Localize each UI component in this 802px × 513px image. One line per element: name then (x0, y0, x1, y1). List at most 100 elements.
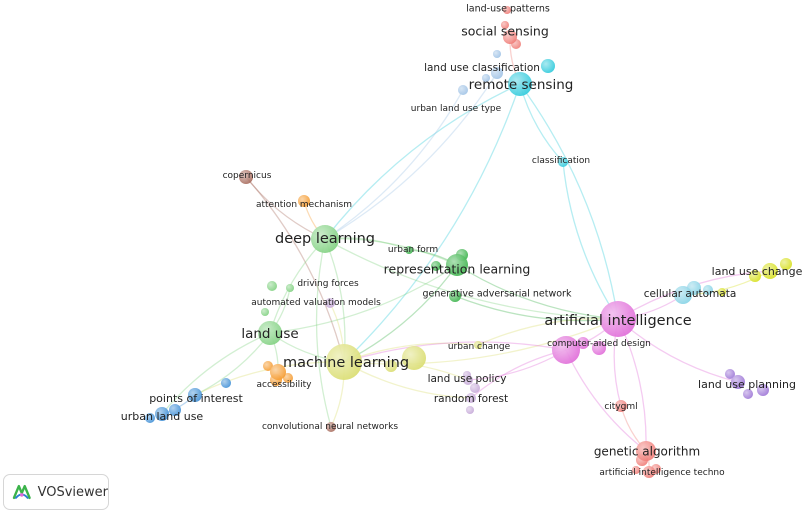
satellite-node-2[interactable] (501, 21, 509, 29)
node-copernicus[interactable] (239, 170, 253, 184)
satellite-node-27[interactable] (725, 369, 735, 379)
satellite-node-12[interactable] (283, 373, 293, 383)
label-urban-land-use[interactable]: urban land use (121, 410, 204, 423)
vosviewer-badge[interactable]: VOSviewer (3, 474, 109, 510)
node-points-of-interest[interactable] (188, 388, 202, 402)
label-urban-land-use-type[interactable]: urban land use type (411, 104, 502, 114)
label-convolutional-neural-networks[interactable]: convolutional neural networks (262, 422, 398, 432)
node-urban-land-use[interactable] (155, 407, 169, 421)
satellite-node-14[interactable] (169, 404, 181, 416)
node-urban-land-use-type[interactable] (458, 85, 468, 95)
node-accessibility[interactable] (270, 364, 286, 380)
satellite-node-19[interactable] (466, 406, 474, 414)
link-land-use-classification-deep-learning (324, 72, 498, 240)
label-representation-learning[interactable]: representation learning (384, 262, 531, 277)
node-citygml[interactable] (615, 400, 627, 412)
satellite-node-16[interactable] (431, 261, 441, 271)
node-land-use-patterns[interactable] (503, 6, 511, 14)
label-cellular-automata[interactable]: cellular automata (644, 288, 737, 300)
satellite-node-28[interactable] (757, 384, 769, 396)
label-urban-form[interactable]: urban form (388, 245, 438, 255)
satellite-node-26[interactable] (718, 288, 726, 296)
satellite-node-24[interactable] (780, 258, 792, 270)
label-classification[interactable]: classification (532, 156, 590, 166)
label-attention-mechanism[interactable]: attention mechanism (256, 200, 352, 210)
link-representation-learning-artificial-intelligence (456, 264, 619, 320)
satellite-node-3[interactable] (493, 50, 501, 58)
satellite-node-5[interactable] (482, 74, 490, 82)
node-cellular-automata[interactable] (674, 286, 692, 304)
label-deep-learning[interactable]: deep learning (275, 231, 375, 247)
satellite-node-9[interactable] (261, 308, 269, 316)
satellite-node-15[interactable] (145, 413, 155, 423)
satellite-node-32[interactable] (632, 466, 640, 474)
satellite-node-7[interactable] (385, 360, 397, 372)
label-land-use-policy[interactable]: land use policy (428, 373, 507, 385)
label-computer-aided-design[interactable]: computer-aided design (547, 339, 651, 349)
node-remote-sensing[interactable] (508, 72, 532, 96)
node-urban-change[interactable] (474, 341, 482, 349)
node-representation-learning[interactable] (446, 254, 468, 276)
label-land-use-patterns[interactable]: land-use patterns (466, 3, 550, 14)
satellite-node-20[interactable] (592, 341, 606, 355)
node-land-use-classification[interactable] (491, 67, 503, 79)
node-attention-mechanism[interactable] (298, 195, 310, 207)
label-copernicus[interactable]: copernicus (223, 171, 272, 181)
node-land-use-planning[interactable] (731, 375, 745, 389)
label-driving-forces[interactable]: driving forces (297, 279, 359, 289)
node-urban-form[interactable] (405, 246, 413, 254)
link-generative-adversarial-network-artificial-intelligence (454, 295, 619, 322)
link-computer-aided-design-genetic-algorithm (565, 349, 647, 452)
network-links (161, 36, 771, 473)
label-land-use-planning[interactable]: land use planning (698, 378, 796, 391)
label-social-sensing[interactable]: social sensing (461, 24, 549, 39)
node-land-use-change[interactable] (762, 263, 778, 279)
node-random-forest[interactable] (466, 393, 476, 403)
node-automated-valuation-models[interactable] (325, 298, 335, 308)
label-generative-adversarial-network[interactable]: generative adversarial network (423, 288, 572, 299)
node-land-use[interactable] (258, 321, 282, 345)
link-copernicus-machine-learning (245, 176, 345, 363)
satellite-node-23[interactable] (703, 285, 713, 295)
network-labels: social sensing land-use patterns land use … (121, 3, 802, 478)
label-remote-sensing[interactable]: remote sensing (469, 77, 574, 93)
label-land-use-classification[interactable]: land use classification (424, 62, 540, 74)
satellite-node-13[interactable] (221, 378, 231, 388)
node-artificial-intelligence-techno[interactable] (643, 466, 655, 478)
satellite-node-8[interactable] (267, 281, 277, 291)
satellite-node-6[interactable] (402, 346, 426, 370)
node-convolutional-neural-networks[interactable] (326, 422, 336, 432)
node-artificial-intelligence[interactable] (600, 301, 636, 337)
link-machine-learning-artificial-intelligence (343, 318, 619, 365)
node-driving-forces[interactable] (286, 284, 294, 292)
node-generative-adversarial-network[interactable] (449, 290, 461, 302)
satellite-node-29[interactable] (743, 389, 753, 399)
node-genetic-algorithm[interactable] (636, 441, 656, 461)
label-genetic-algorithm[interactable]: genetic algorithm (594, 444, 700, 458)
label-random-forest[interactable]: random forest (434, 393, 508, 405)
label-machine-learning[interactable]: machine learning (283, 355, 409, 371)
label-artificial-intelligence-techno[interactable]: artificial intelligence techno (599, 468, 725, 478)
label-land-use[interactable]: land use (241, 326, 298, 342)
label-urban-change[interactable]: urban change (448, 342, 511, 352)
satellite-node-18[interactable] (470, 383, 480, 393)
satellite-node-21[interactable] (577, 337, 589, 349)
node-social-sensing[interactable] (503, 30, 517, 44)
node-machine-learning[interactable] (326, 344, 362, 380)
node-classification[interactable] (558, 157, 568, 167)
label-automated-valuation-models[interactable]: automated valuation models (251, 298, 381, 308)
node-deep-learning[interactable] (311, 225, 339, 253)
label-artificial-intelligence[interactable]: artificial intelligence (544, 313, 691, 329)
satellite-node-4[interactable] (541, 59, 555, 73)
node-computer-aided-design[interactable] (552, 336, 580, 364)
satellite-node-11[interactable] (263, 361, 273, 371)
satellite-node-25[interactable] (749, 270, 761, 282)
label-citygml[interactable]: citygml (604, 402, 637, 412)
label-land-use-change[interactable]: land use change (712, 265, 802, 278)
node-land-use-policy[interactable] (463, 375, 473, 385)
link-classification-artificial-intelligence (562, 161, 619, 320)
link-urban-land-use-type-deep-learning (324, 89, 464, 240)
label-accessibility[interactable]: accessibility (257, 380, 313, 390)
label-points-of-interest[interactable]: points of interest (149, 392, 243, 405)
